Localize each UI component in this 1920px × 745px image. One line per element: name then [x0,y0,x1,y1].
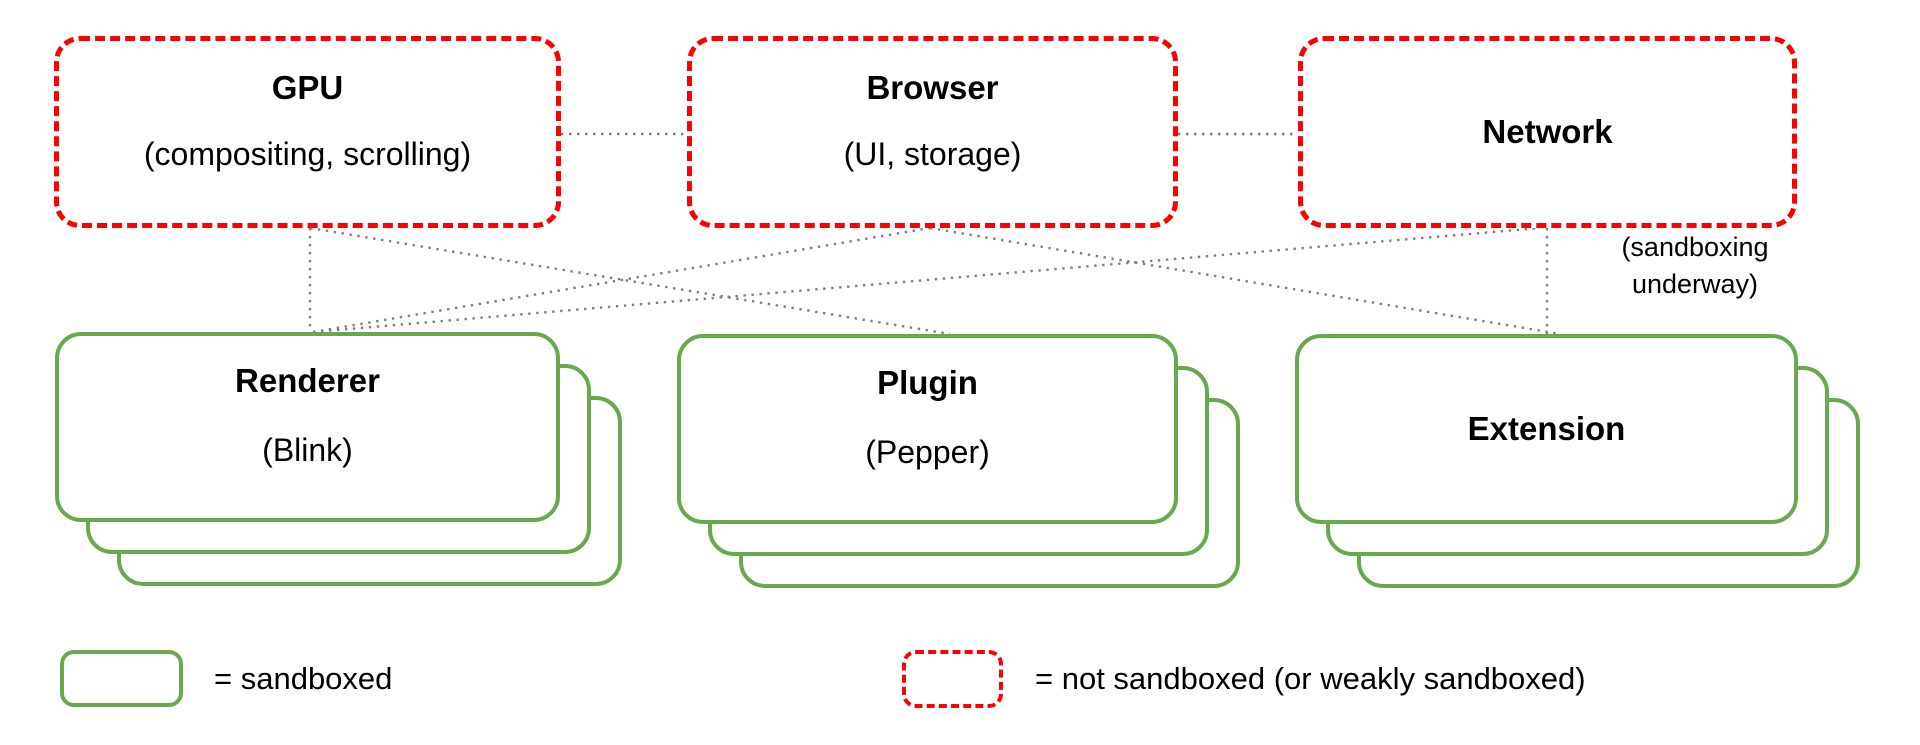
network-title: Network [1482,113,1613,150]
renderer-process-stack: Renderer (Blink) [55,332,622,586]
connector-renderer-network [312,226,1541,334]
browser-process-box: Browser (UI, storage) [687,36,1178,228]
gpu-subtitle: (compositing, scrolling) [143,136,472,172]
browser-subtitle: (UI, storage) [843,136,1022,172]
extension-process-stack: Extension [1295,334,1860,588]
legend-sandboxed-label: = sandboxed [214,661,393,696]
plugin-process-box: Plugin (Pepper) [677,334,1178,524]
connector-gpu-plugin [309,226,951,336]
renderer-process-box: Renderer (Blink) [55,332,560,522]
plugin-process-stack: Plugin (Pepper) [677,334,1240,588]
connector-renderer-browser [312,226,931,334]
renderer-title: Renderer [235,361,380,399]
gpu-process-box: GPU (compositing, scrolling) [54,36,561,228]
plugin-title: Plugin [877,363,978,401]
gpu-title: GPU [271,69,344,106]
legend-sandboxed-swatch [60,650,183,707]
network-sandboxing-note: (sandboxing underway) [1621,232,1769,299]
browser-title: Browser [866,69,999,106]
connector-browser-extension [929,226,1561,336]
plugin-subtitle: (Pepper) [865,433,990,470]
renderer-subtitle: (Blink) [262,431,353,468]
legend-not-sandboxed-swatch [902,650,1003,708]
extension-title: Extension [1467,410,1626,447]
legend-not-sandboxed-label: = not sandboxed (or weakly sandboxed) [1035,661,1586,696]
extension-process-box: Extension [1295,334,1798,524]
network-process-box: Network [1298,36,1797,228]
